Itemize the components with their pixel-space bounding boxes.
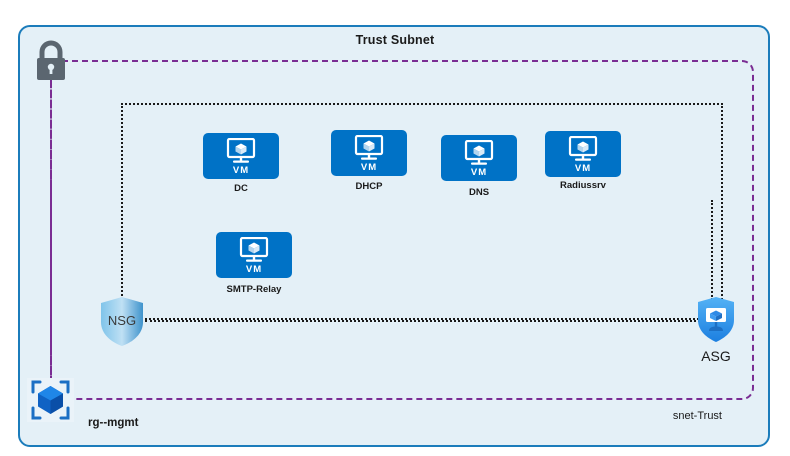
page-title: Trust Subnet	[355, 33, 435, 47]
virtual-machine-icon	[235, 236, 273, 264]
vm-badge-label: VM	[245, 264, 263, 275]
asg-boundary-to-nsg-connector	[121, 103, 123, 300]
vm-tile[interactable]: VM	[203, 133, 279, 179]
vm-tile[interactable]: VM	[216, 232, 292, 278]
resource-group-container	[18, 25, 770, 447]
asg-boundary-to-asg-icon-connector	[711, 200, 713, 300]
nsg-label: NSG	[108, 313, 136, 328]
lock-icon	[31, 37, 71, 83]
vm-caption: DC	[234, 183, 248, 194]
vm-caption: DNS	[468, 187, 490, 198]
virtual-machine-icon	[564, 135, 602, 163]
vm-caption: Radiussrv	[560, 180, 606, 191]
vm-badge-label: VM	[470, 167, 488, 178]
vm-tile[interactable]: VM	[331, 130, 407, 176]
resource-group-cube-icon	[27, 378, 74, 422]
vm-tile[interactable]: VM	[441, 135, 517, 181]
virtual-machine-icon	[350, 134, 388, 162]
vm-badge-label: VM	[574, 163, 592, 174]
virtual-machine-icon	[222, 137, 260, 165]
vm-tile[interactable]: VM	[545, 131, 621, 177]
application-security-group-shield-icon[interactable]	[696, 296, 736, 344]
vm-badge-label: VM	[360, 162, 378, 173]
virtual-machine-icon	[460, 139, 498, 167]
resource-group-label: rg--mgmt	[88, 417, 139, 429]
vm-caption: SMTP-Relay	[226, 284, 282, 295]
network-security-group-shield-icon[interactable]: NSG	[99, 296, 145, 348]
subnet-name-label: snet-Trust	[672, 410, 722, 422]
lock-to-resource-group-connector	[50, 62, 52, 392]
vm-badge-label: VM	[232, 165, 250, 176]
asg-caption: ASG	[701, 348, 731, 364]
nsg-to-asg-connector	[145, 320, 700, 322]
vm-caption: DHCP	[355, 181, 383, 192]
